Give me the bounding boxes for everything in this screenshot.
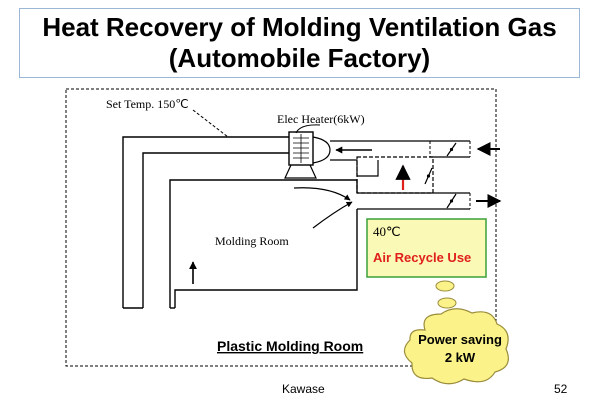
exhaust-curve-arrow-1 [293, 187, 351, 201]
elec-heater-label: Elec Heater(6kW) [277, 112, 365, 126]
heater-leader [295, 124, 321, 134]
damper-1-pivot [449, 147, 454, 152]
plastic-room-boundary [65, 88, 497, 367]
damper-2-pivot [426, 174, 431, 178]
duct-outer [122, 136, 289, 308]
power-saving-value: 2 kW [445, 350, 476, 365]
plastic-room-label: Plastic Molding Room [217, 338, 363, 354]
slide-title-box: Heat Recovery of Molding Ventilation Gas… [19, 8, 580, 78]
power-saving-cloud [403, 308, 509, 385]
exhaust-curve-arrow-2 [312, 201, 353, 229]
footer-page-number: 52 [554, 382, 568, 396]
bypass-duct [356, 156, 434, 194]
cloud-bubble-1 [435, 280, 455, 292]
slide-title-line-2: (Automobile Factory) [168, 43, 431, 73]
set-temp-leader [192, 109, 229, 138]
molding-room-label: Molding Room [215, 234, 289, 248]
slide-title-line-1: Heat Recovery of Molding Ventilation Gas [42, 12, 557, 42]
power-saving-label: Power saving [418, 332, 502, 347]
heater-coil [293, 134, 309, 163]
air-recycle-label: Air Recycle Use [373, 250, 471, 265]
heater-stand [284, 164, 317, 179]
footer-author: Kawase [282, 382, 325, 396]
set-temp-label: Set Temp. 150℃ [106, 97, 189, 111]
damper-3-pivot [449, 199, 454, 203]
air-recycle-box [366, 218, 487, 278]
duct-inner [142, 152, 289, 308]
return-duct [330, 140, 430, 177]
recycle-temp-label: 40℃ [373, 224, 401, 239]
exhaust-duct [357, 140, 470, 210]
cloud-bubble-2 [437, 297, 457, 309]
heater-fan [312, 136, 331, 164]
duct-right-edges [429, 141, 471, 209]
